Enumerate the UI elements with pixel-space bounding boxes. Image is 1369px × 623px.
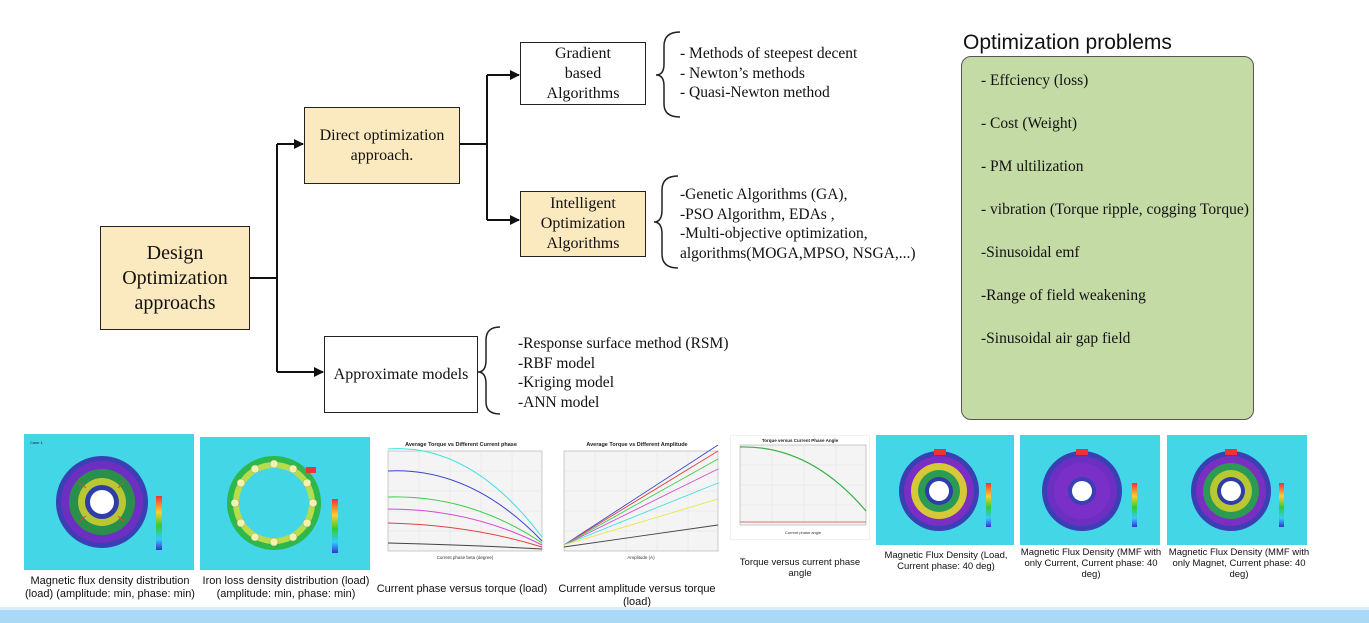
flux-density-current-only-image — [1020, 435, 1160, 545]
list-item: -Kriging model — [518, 374, 614, 391]
motor-flux-density-image: Case 1 — [24, 434, 194, 570]
chart-title: Torque versus Current Phase Angle — [762, 438, 839, 443]
caption-iron-loss-distribution: Iron loss density distribution (load) (a… — [202, 575, 370, 600]
problem-item: -Sinusoidal emf — [981, 244, 1080, 261]
current-amplitude-torque-chart: Average Torque vs Different Amplitude Am… — [552, 437, 722, 567]
problem-item: - vibration (Torque ripple, cogging Torq… — [981, 201, 1249, 218]
bottom-bar — [0, 610, 1369, 623]
problem-item: - PM ultilization — [981, 158, 1084, 175]
approximate-models-box: Approximate models — [324, 336, 478, 413]
root-box: Design Optimization approachs — [100, 226, 250, 330]
flux-density-load-image — [876, 435, 1014, 545]
list-item: -Response surface method (RSM) — [518, 335, 729, 352]
caption-flux-density-load: Magnetic Flux Density (Load, Current pha… — [884, 550, 1008, 572]
optimization-problems-panel: - Effciency (loss) - Cost (Weight) - PM … — [961, 56, 1254, 420]
approximate-models-label: Approximate models — [333, 365, 469, 383]
current-phase-torque-chart: Average Torque vs Different Current phas… — [376, 437, 546, 567]
caption-torque-phase-angle: Torque versus current phase angle — [739, 557, 861, 579]
list-item: -RBF model — [518, 354, 596, 372]
approximate-models-list: -Response surface method (RSM) -RBF mode… — [518, 334, 729, 412]
svg-text:Current phase beta (degree): Current phase beta (degree) — [437, 555, 494, 560]
caption-current-amplitude-torque: Current amplitude versus torque (load) — [558, 583, 716, 608]
intelligent-optimization-label: Intelligent Optimization Algorithms — [540, 195, 626, 252]
intelligent-optimization-box: Intelligent Optimization Algorithms — [520, 191, 646, 257]
caption-current-phase-torque: Current phase versus torque (load) — [376, 583, 548, 595]
svg-text:Current phase angle: Current phase angle — [785, 530, 822, 535]
list-item: -PSO Algorithm, EDAs , — [680, 205, 835, 223]
gradient-based-label: Gradient based Algorithms — [546, 44, 620, 102]
direct-optimization-box: Direct optimization approach. — [304, 107, 460, 184]
svg-text:Case 1: Case 1 — [30, 440, 43, 445]
caption-flux-density-current-only: Magnetic Flux Density (MMF with only Cur… — [1020, 547, 1162, 580]
problem-item: - Effciency (loss) — [981, 72, 1089, 89]
flux-density-magnet-only-image — [1167, 435, 1307, 545]
list-item: -Multi-objective optimization, — [680, 225, 868, 242]
list-item: - Quasi-Newton method — [680, 84, 830, 101]
bottom-divider — [0, 607, 1369, 610]
gradient-based-box: Gradient based Algorithms — [520, 42, 646, 105]
torque-phase-angle-chart: Torque versus Current Phase Angle Curren… — [730, 435, 870, 540]
caption-flux-density-distribution: Magnetic flux density distribution (load… — [25, 575, 195, 600]
diagram-connectors — [250, 31, 681, 415]
list-item: -Genetic Algorithms (GA), — [680, 186, 848, 203]
intelligent-methods-list: -Genetic Algorithms (GA), -PSO Algorithm… — [680, 185, 916, 263]
gradient-methods-list: - Methods of steepest decent - Newton’s … — [680, 44, 857, 103]
list-item: -ANN model — [518, 393, 600, 411]
iron-loss-density-image — [200, 437, 370, 570]
chart-title: Average Torque vs Different Amplitude — [586, 442, 687, 448]
svg-text:Amplitude (A): Amplitude (A) — [627, 555, 655, 560]
root-label: Design Optimization approachs — [122, 241, 228, 314]
optimization-problems-title: Optimization problems — [963, 31, 1172, 54]
chart-title: Average Torque vs Different Current phas… — [405, 442, 517, 448]
list-item: - Newton’s methods — [680, 64, 805, 82]
list-item: - Methods of steepest decent — [680, 45, 858, 62]
problem-item: - Cost (Weight) — [981, 115, 1078, 132]
problem-item: -Range of field weakening — [981, 287, 1146, 304]
caption-flux-density-magnet-only: Magnetic Flux Density (MMF with only Mag… — [1168, 547, 1310, 580]
problem-item: -Sinusoidal air gap field — [981, 330, 1131, 347]
list-item: algorithms(MOGA,MPSO, NSGA,...) — [680, 244, 916, 262]
direct-optimization-label: Direct optimization approach. — [319, 126, 445, 164]
